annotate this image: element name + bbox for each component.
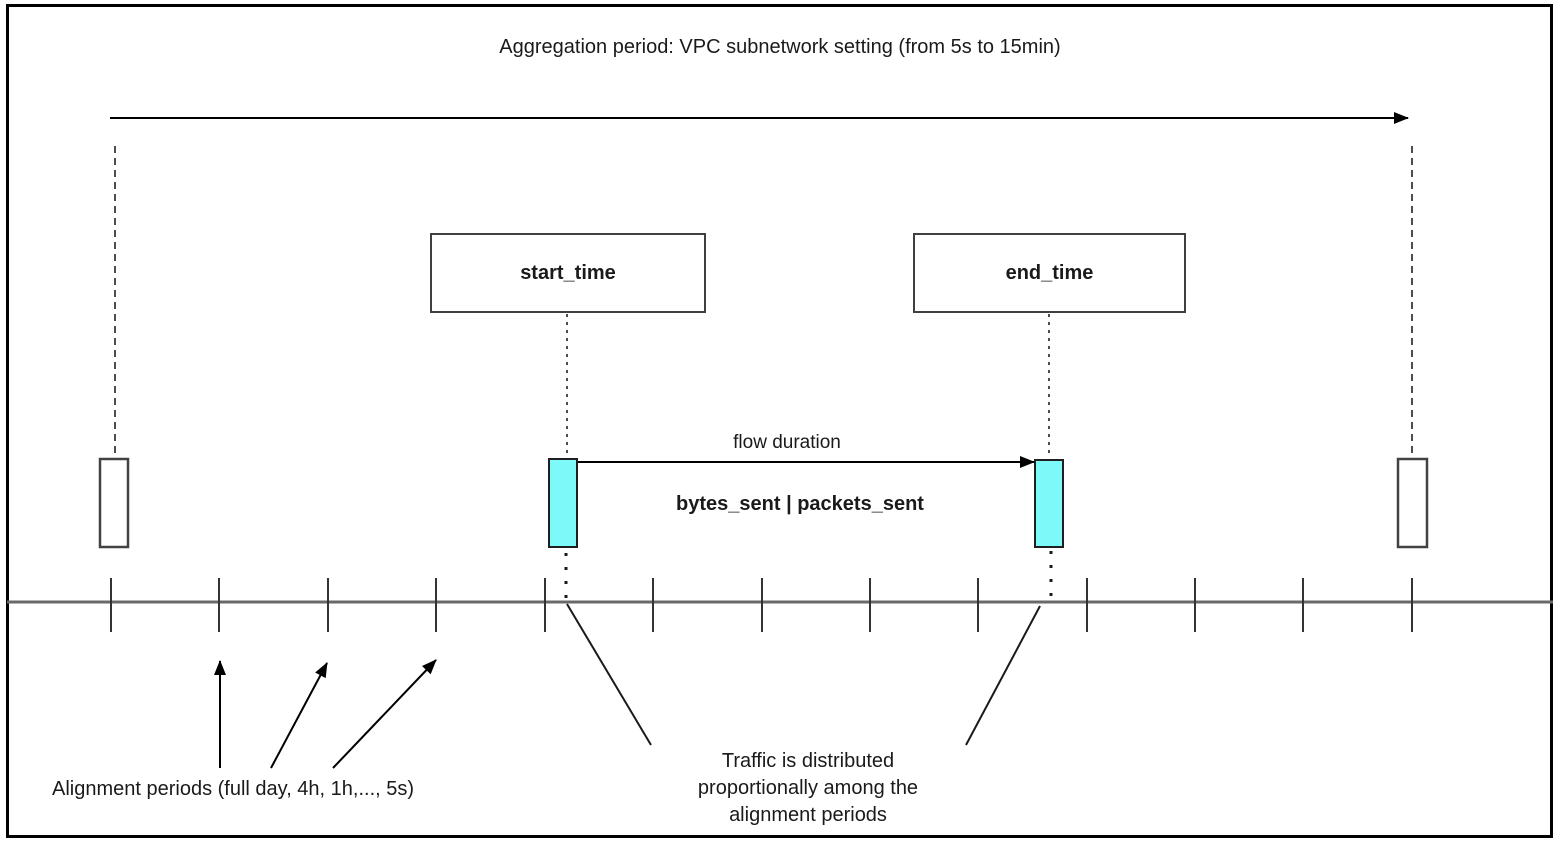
start-time-label: start_time [520, 261, 616, 284]
flow-duration-label: flow duration [733, 432, 841, 453]
end-time-box: end_time [913, 233, 1186, 313]
alignment-arrow-2 [270, 662, 328, 769]
traffic-leader-left [566, 603, 652, 746]
traffic-distribution-note: Traffic is distributed proportionally am… [697, 750, 919, 826]
end-period-marker [1034, 459, 1064, 548]
traffic-leader-right [965, 605, 1041, 746]
start-period-marker [548, 458, 578, 548]
left-period-marker [98, 457, 130, 549]
start-time-box: start_time [430, 233, 706, 313]
diagram-title: Aggregation period: VPC subnetwork setti… [499, 36, 1061, 58]
alignment-arrow-3 [332, 659, 437, 769]
timeline-ticks [110, 578, 1413, 632]
metrics-label: bytes_sent | packets_sent [676, 493, 924, 515]
right-period-marker [1396, 457, 1429, 549]
alignment-periods-label: Alignment periods (full day, 4h, 1h,...,… [52, 778, 415, 800]
end-time-label: end_time [1005, 261, 1094, 284]
